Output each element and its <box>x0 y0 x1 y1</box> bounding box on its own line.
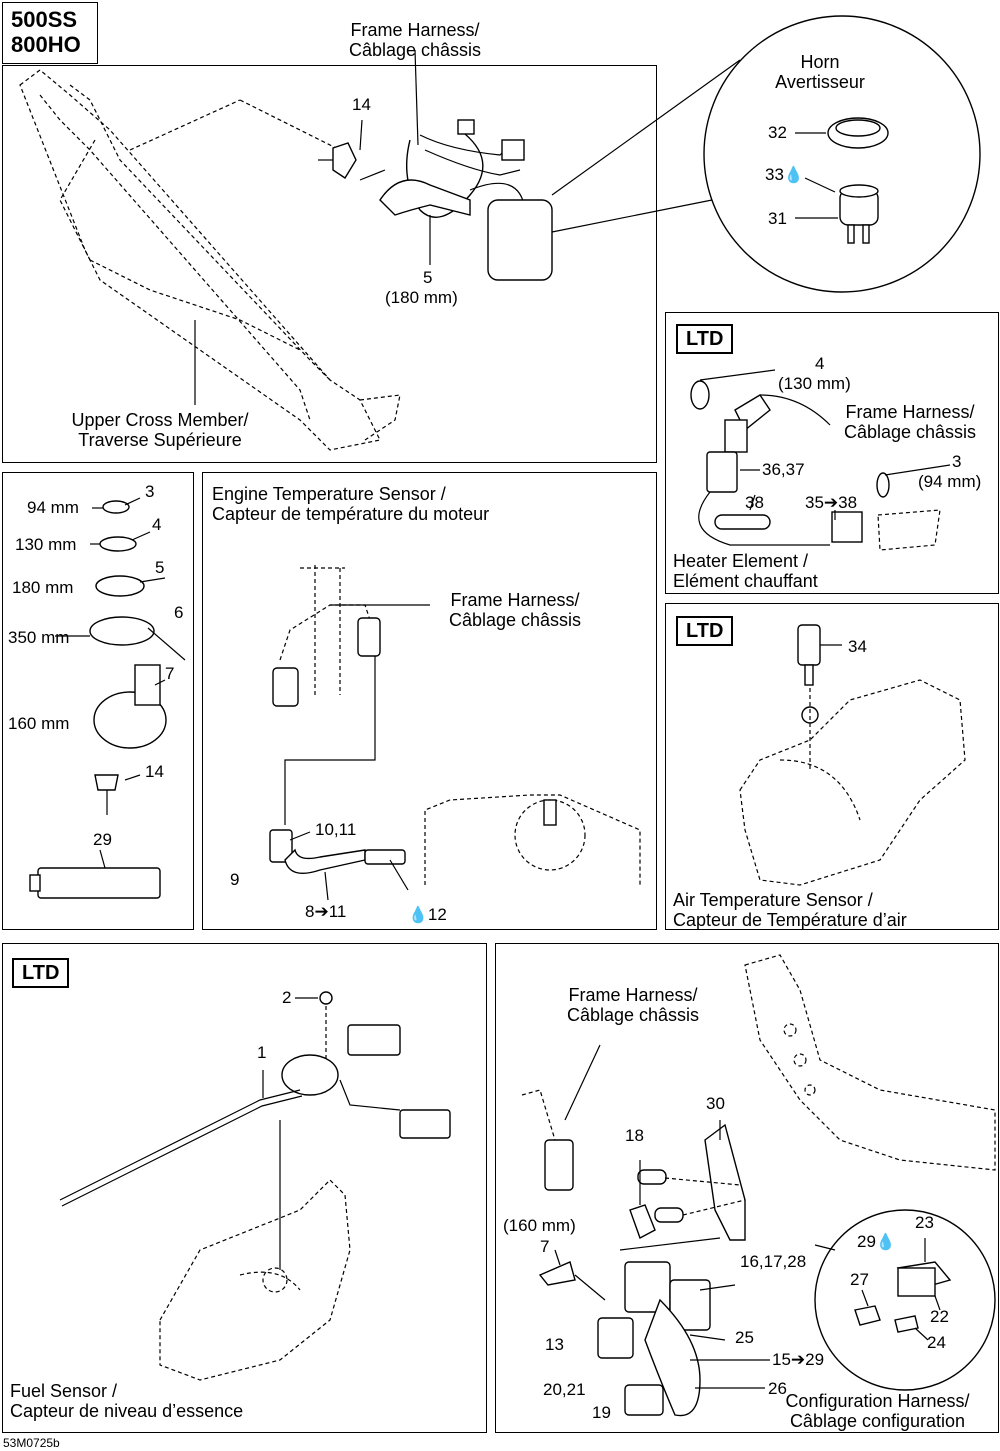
ltd-tag-fuel: LTD <box>12 958 70 988</box>
drawing-code: 53M0725b <box>3 1436 60 1450</box>
oil-drop-icon: 💧 <box>783 167 804 184</box>
air-temp-label: Air Temperature Sensor / Capteur de Temp… <box>673 890 907 930</box>
callout-23: 23 <box>915 1213 934 1232</box>
callout-20-21: 20,21 <box>543 1380 586 1399</box>
fuel-sensor-label: Fuel Sensor / Capteur de niveau d’essenc… <box>10 1381 244 1421</box>
frame-harness-config-label: Frame Harness/ Câblage châssis <box>566 985 700 1025</box>
callout-13: 13 <box>545 1335 564 1354</box>
tie-180-length: 180 mm <box>12 578 74 597</box>
callout-35-38: 35➔38 <box>805 493 858 512</box>
callout-24: 24 <box>927 1333 946 1352</box>
tube-29-callout: 29 <box>93 830 112 849</box>
callout-16-17-28: 16,17,28 <box>740 1252 807 1271</box>
heater-element-label: Heater Element / Elément chauffant <box>673 551 818 591</box>
callout-33: 33💧 <box>765 165 804 184</box>
callout-36-37: 36,37 <box>762 460 805 479</box>
callout-34: 34 <box>848 637 867 656</box>
horn-label: Horn Avertisseur <box>775 52 865 92</box>
callout-29: 29💧 <box>857 1232 896 1251</box>
callout-1: 1 <box>257 1043 267 1062</box>
model-tag: 500SS 800HO <box>2 2 98 64</box>
callout-160mm: (160 mm) <box>503 1216 576 1235</box>
callout-3-length: (94 mm) <box>918 472 982 491</box>
tie-94-callout: 3 <box>145 482 155 501</box>
callout-25: 25 <box>735 1328 754 1347</box>
callout-14: 14 <box>352 95 371 114</box>
callout-5: 5 <box>423 268 433 287</box>
tie-350-length: 350 mm <box>8 628 70 647</box>
callout-15-29: 15➔29 <box>772 1350 825 1369</box>
tie-130-length: 130 mm <box>15 535 77 554</box>
callout-30: 30 <box>706 1094 725 1113</box>
engine-temp-label: Engine Temperature Sensor / Capteur de t… <box>212 484 490 524</box>
model-800ho: 800HO <box>11 32 81 57</box>
callout-4-length: (130 mm) <box>778 374 851 393</box>
ltd-tag-air: LTD <box>676 616 734 646</box>
screw-14-callout: 14 <box>145 762 164 781</box>
callout-5-length: (180 mm) <box>385 288 458 307</box>
callout-2: 2 <box>282 988 292 1007</box>
callout-26: 26 <box>768 1379 787 1398</box>
callout-32: 32 <box>768 123 787 142</box>
tie-160-length: 160 mm <box>8 714 70 733</box>
callout-38: 38 <box>745 493 764 512</box>
callout-9: 9 <box>230 870 240 889</box>
callout-22: 22 <box>930 1307 949 1326</box>
frame-harness-ltd-label: Frame Harness/ Câblage châssis <box>843 402 977 442</box>
tie-130-callout: 4 <box>152 515 162 534</box>
callout-12: 💧12 <box>408 905 447 924</box>
callout-27: 27 <box>850 1270 869 1289</box>
tie-94-length: 94 mm <box>27 498 79 517</box>
callout-4: 4 <box>815 354 825 373</box>
tie-350-callout: 6 <box>174 603 184 622</box>
oil-drop-icon: 💧 <box>408 907 428 924</box>
frame-harness-label: Frame Harness/ Câblage châssis <box>348 20 482 60</box>
model-500ss: 500SS <box>11 7 78 32</box>
callout-19: 19 <box>592 1403 611 1422</box>
ltd-tag-heater: LTD <box>676 324 734 354</box>
config-harness-label: Configuration Harness/ Câblage configura… <box>785 1391 970 1431</box>
upper-cross-member-label: Upper Cross Member/ Traverse Supérieure <box>71 410 249 450</box>
callout-18: 18 <box>625 1126 644 1145</box>
oil-drop-icon: 💧 <box>875 1234 896 1251</box>
callout-3: 3 <box>952 452 962 471</box>
tie-180-callout: 5 <box>155 558 165 577</box>
callout-7: 7 <box>540 1237 550 1256</box>
callout-10-11: 10,11 <box>315 820 357 839</box>
frame-harness-engine-label: Frame Harness/ Câblage châssis <box>448 590 582 630</box>
ties-panel <box>2 472 194 930</box>
tie-160-callout: 7 <box>165 664 175 683</box>
callout-8-11: 8➔11 <box>305 902 347 921</box>
callout-31: 31 <box>768 209 787 228</box>
